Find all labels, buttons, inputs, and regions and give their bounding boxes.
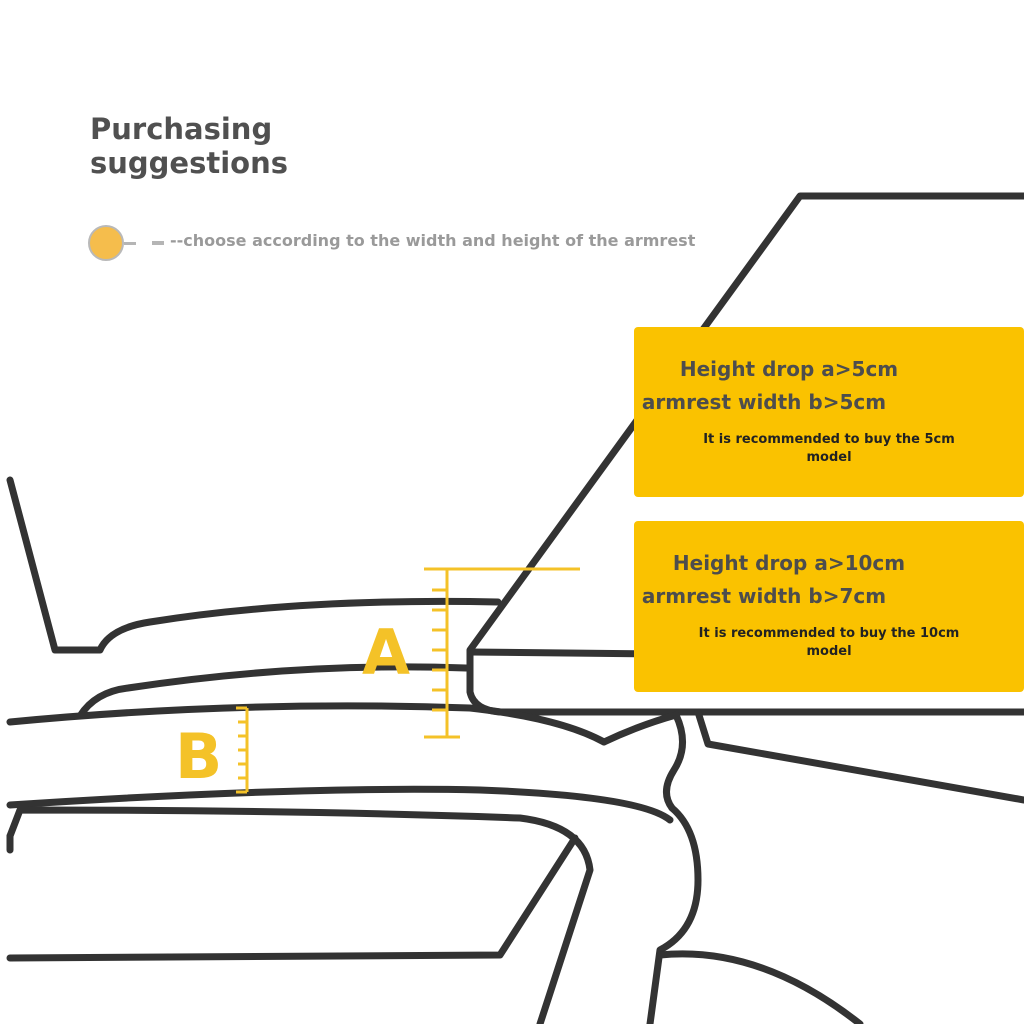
recommendation-card-5cm: Height drop a>5cm armrest width b>5cm It… bbox=[634, 327, 1024, 497]
chair-back bbox=[6, 476, 502, 654]
armrest-post bbox=[600, 711, 686, 812]
legend-connector bbox=[124, 242, 136, 245]
card-width-condition: armrest width b>5cm bbox=[641, 390, 887, 414]
chair-frame-bottom bbox=[656, 950, 864, 1024]
legend-text: --choose according to the width and heig… bbox=[170, 231, 696, 250]
armrest-pad bbox=[6, 702, 608, 746]
card-height-condition: Height drop a>10cm bbox=[672, 551, 906, 575]
dimension-a-label: A bbox=[362, 616, 410, 689]
card-height-condition: Height drop a>5cm bbox=[679, 357, 899, 381]
chair-frame-right bbox=[646, 804, 702, 1024]
page-title: Purchasing suggestions bbox=[90, 112, 288, 180]
card-recommendation: It is recommended to buy the 5cm model bbox=[703, 432, 955, 465]
card-width-condition: armrest width b>7cm bbox=[641, 584, 887, 608]
chair-seat-side bbox=[6, 834, 579, 962]
recommendation-card-10cm: Height drop a>10cm armrest width b>7cm I… bbox=[634, 521, 1024, 692]
card-recommendation: It is recommended to buy the 10cm model bbox=[698, 626, 960, 659]
armrest-top bbox=[76, 663, 470, 720]
legend-dash bbox=[152, 241, 164, 245]
chair-arm-lower bbox=[6, 806, 594, 1024]
dimension-b-label: B bbox=[175, 720, 223, 793]
armrest-base bbox=[6, 785, 674, 824]
legend-dot-icon bbox=[88, 225, 124, 261]
desk-leg bbox=[694, 708, 1024, 804]
